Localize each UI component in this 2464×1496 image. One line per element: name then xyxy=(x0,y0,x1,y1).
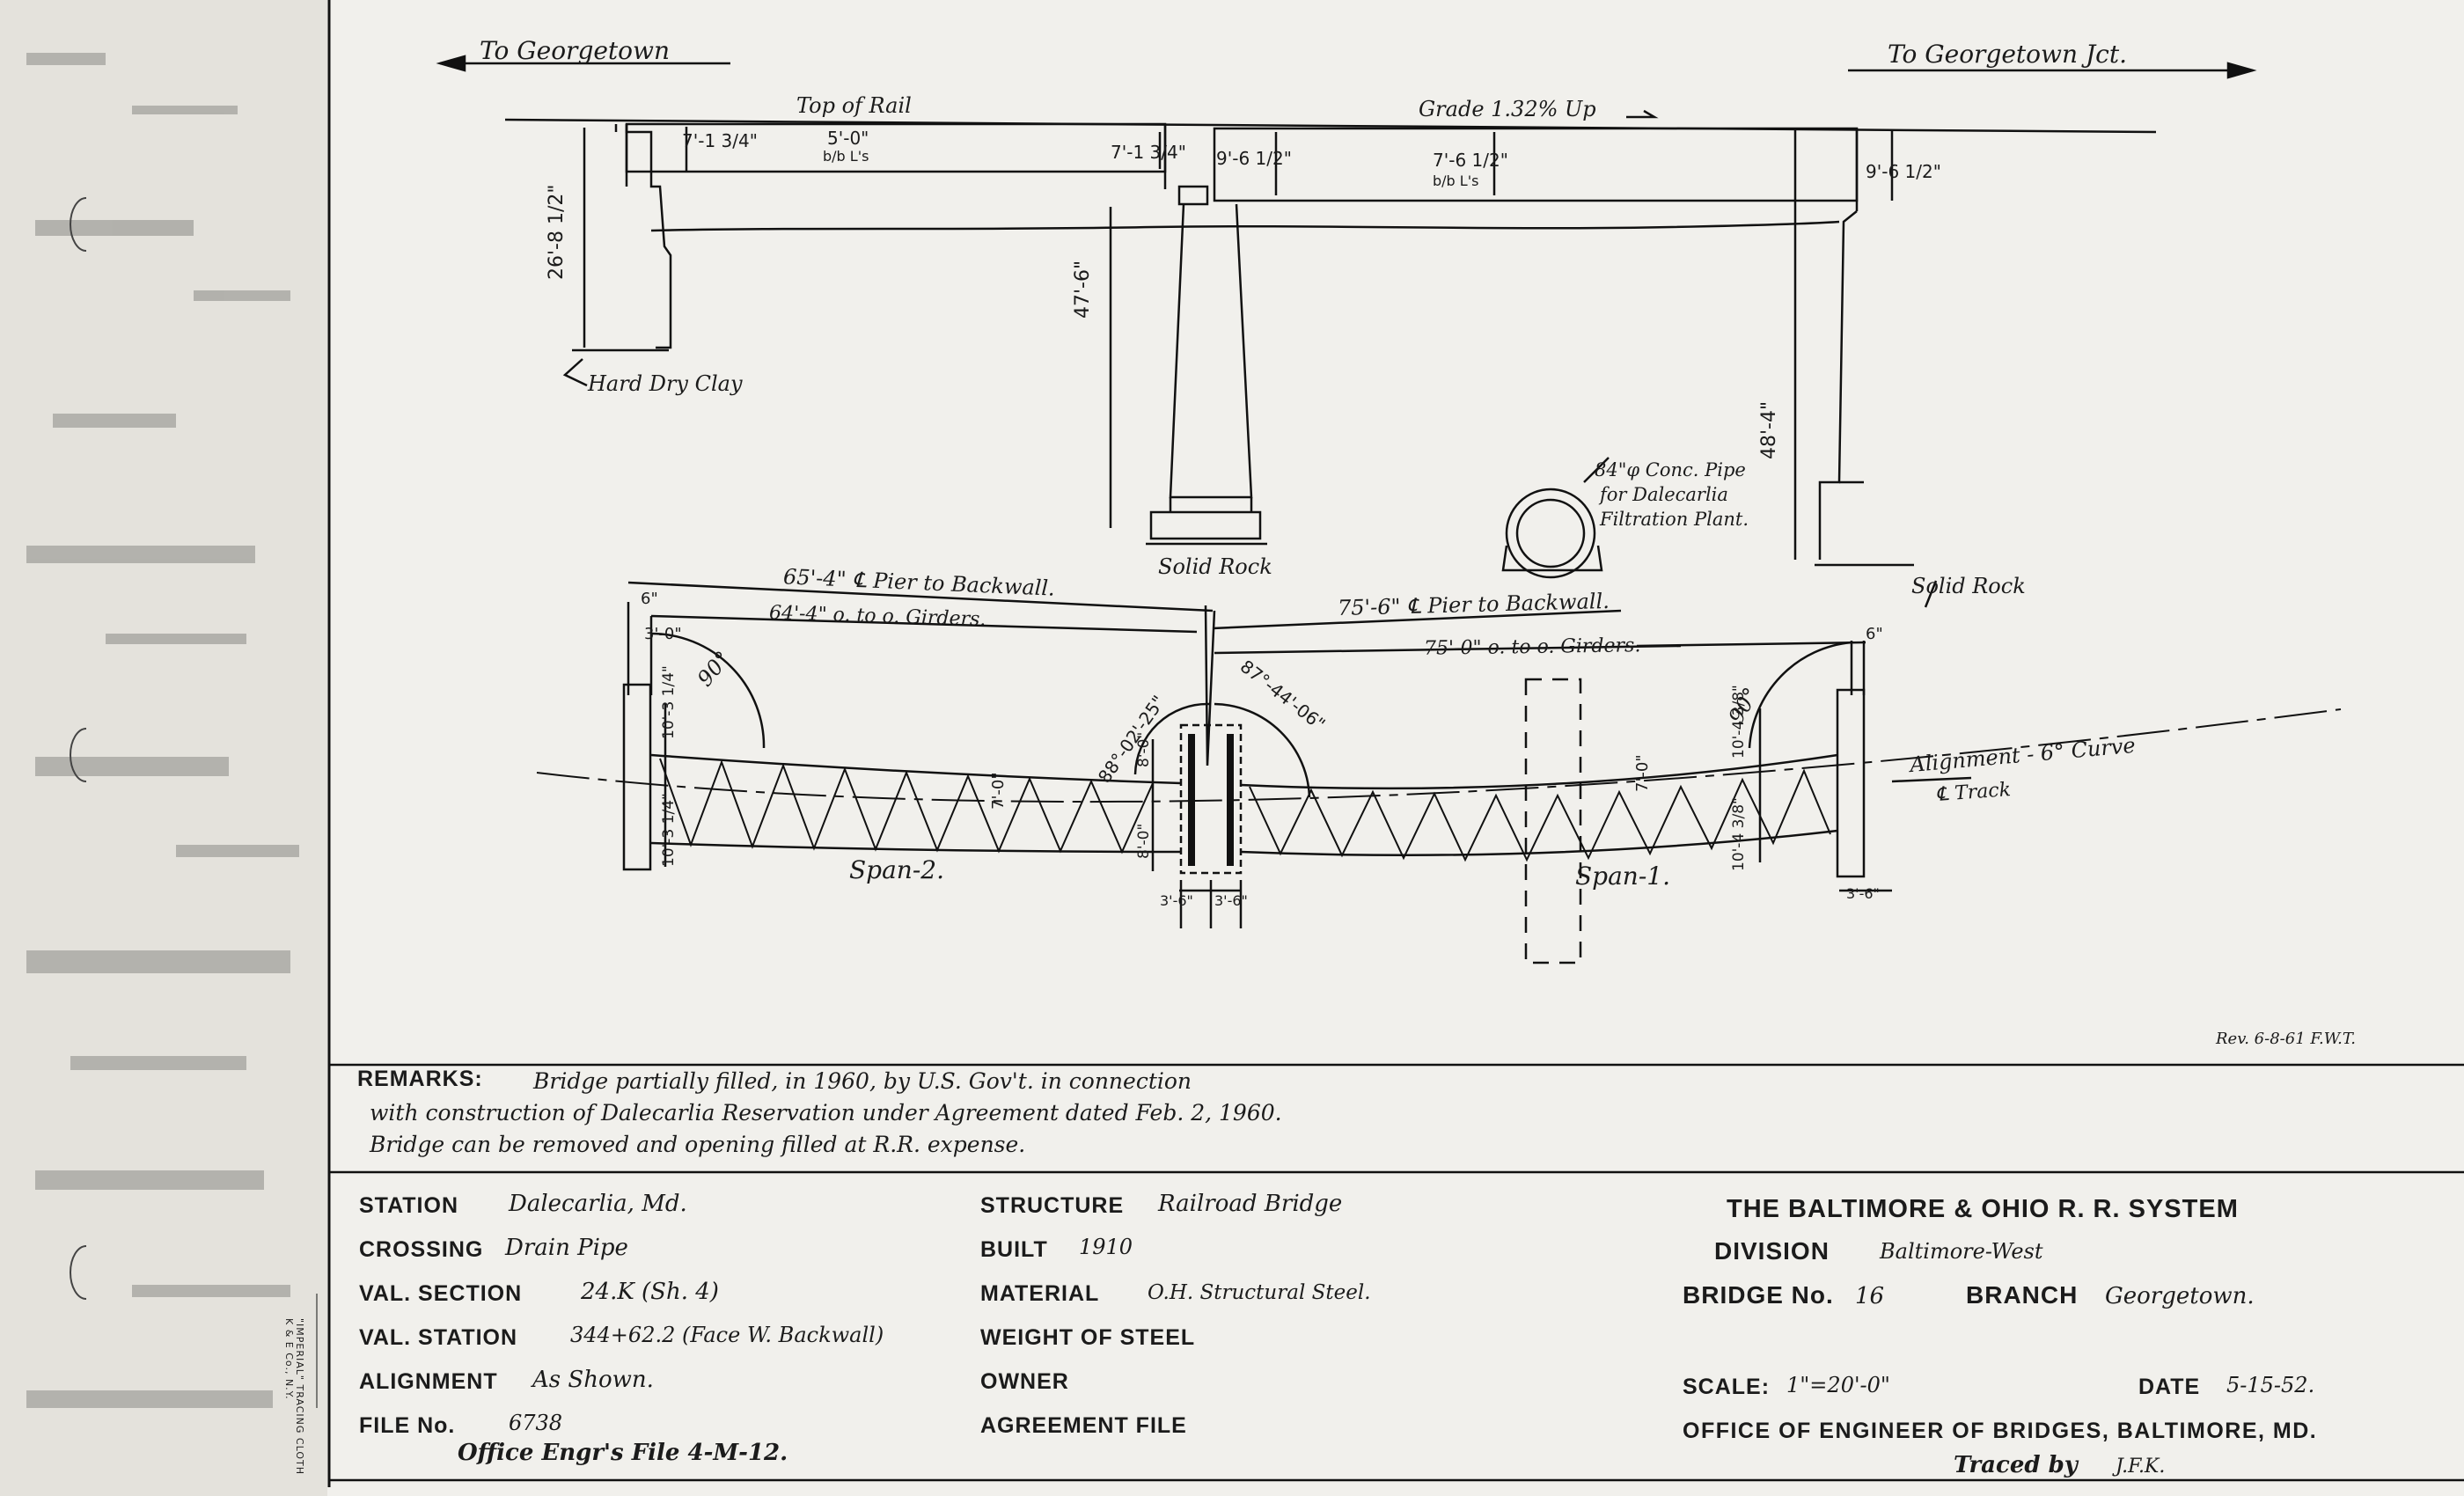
dim-left-span-note: b/b L's xyxy=(823,148,869,165)
track-label: ℄ Track xyxy=(1935,779,2012,806)
dim-right-span-note: b/b L's xyxy=(1433,172,1479,189)
direction-right: To Georgetown Jct. xyxy=(1888,40,2128,69)
file-no-label: FILE No. xyxy=(359,1413,456,1438)
bridge-no-label: BRIDGE No. xyxy=(1683,1281,1834,1309)
pier-dim-bot: 8'-0" xyxy=(1135,823,1153,859)
file-no-value: 6738 xyxy=(509,1411,563,1435)
date-label: DATE xyxy=(2138,1375,2201,1399)
span1-label: Span-1. xyxy=(1575,862,1671,891)
agreement-label: AGREEMENT FILE xyxy=(980,1413,1187,1438)
material-value: O.H. Structural Steel. xyxy=(1148,1281,1371,1304)
remarks-line2: with construction of Dalecarlia Reservat… xyxy=(370,1100,1282,1126)
span2-depth: 7'-0" xyxy=(989,772,1008,810)
margin-print-1: "IMPERIAL" TRACING CLOTH xyxy=(294,1318,305,1475)
dim-pier-right-height: 9'-6 1/2" xyxy=(1216,148,1292,169)
solid-rock-right-label: Solid Rock xyxy=(1911,574,2026,598)
plan-view xyxy=(536,581,2342,964)
dim-pier-height: 47'-6" xyxy=(1072,260,1094,319)
station-value: Dalecarlia, Md. xyxy=(509,1191,687,1217)
span1-truss xyxy=(1249,768,1831,862)
built-label: BUILT xyxy=(980,1237,1048,1262)
dim-right-span-depth: 7'-6 1/2" xyxy=(1433,150,1508,171)
office-file: Office Engr's File 4-M-12. xyxy=(458,1440,788,1466)
pipe-note-line3: Filtration Plant. xyxy=(1600,509,1749,530)
crossing-label: CROSSING xyxy=(359,1237,484,1262)
punch-hole xyxy=(70,1245,87,1300)
left-top-dim: 10'-3 1/4" xyxy=(660,665,678,739)
grade-label: Grade 1.32% Up xyxy=(1419,97,1596,121)
dim-pier-left-height: 7'-1 3/4" xyxy=(1111,142,1186,163)
scale-label: SCALE: xyxy=(1683,1375,1771,1399)
span1-depth: 7'-0" xyxy=(1633,754,1652,792)
alignment-field-label: ALIGNMENT xyxy=(359,1369,498,1394)
punch-hole xyxy=(70,197,87,252)
pipe-note-line2: for Dalecarlia xyxy=(1600,484,1728,505)
left-seat: 3'-0" xyxy=(644,625,682,643)
company-name: THE BALTIMORE & OHIO R. R. SYSTEM xyxy=(1727,1195,2239,1223)
remarks-line3: Bridge can be removed and opening filled… xyxy=(370,1132,1026,1157)
division-label: DIVISION xyxy=(1714,1237,1830,1265)
elevation-view xyxy=(504,109,2157,608)
val-section-label: VAL. SECTION xyxy=(359,1281,523,1306)
branch-value: Georgetown. xyxy=(2105,1283,2255,1309)
val-station-value: 344+62.2 (Face W. Backwall) xyxy=(570,1323,884,1347)
pipe-note-line1: 84"φ Conc. Pipe xyxy=(1595,459,1746,480)
right-top-dim: 10'-4 3/8" xyxy=(1730,685,1748,759)
division-value: Baltimore-West xyxy=(1880,1239,2043,1264)
direction-arrows xyxy=(436,55,2257,79)
direction-left: To Georgetown xyxy=(480,36,671,65)
built-value: 1910 xyxy=(1079,1235,1133,1259)
hard-dry-clay-label: Hard Dry Clay xyxy=(588,371,743,396)
pier-plan-fill xyxy=(1188,734,1234,866)
material-label: MATERIAL xyxy=(980,1281,1100,1306)
structure-label: STRUCTURE xyxy=(980,1193,1125,1218)
office-label: OFFICE OF ENGINEER OF BRIDGES, BALTIMORE… xyxy=(1683,1419,2318,1443)
alignment-field-value: As Shown. xyxy=(532,1367,654,1393)
span1-girders: 75'-0" o. to o. Girders. xyxy=(1423,634,1641,660)
revision-note: Rev. 6-8-61 F.W.T. xyxy=(2216,1030,2356,1048)
val-section-value: 24.K (Sh. 4) xyxy=(581,1279,719,1305)
span2-label: Span-2. xyxy=(849,855,945,884)
station-label: STATION xyxy=(359,1193,459,1218)
traced-by-label: Traced by xyxy=(1954,1452,2078,1478)
right-offset: 6" xyxy=(1866,625,1883,643)
dim-right-abutment-height: 48'-4" xyxy=(1758,400,1780,459)
scan-margin xyxy=(0,0,327,1496)
val-station-label: VAL. STATION xyxy=(359,1325,518,1350)
date-value: 5-15-52. xyxy=(2226,1373,2315,1397)
traced-by-value: J.F.K. xyxy=(2116,1456,2166,1478)
weight-label: WEIGHT OF STEEL xyxy=(980,1325,1196,1350)
scan-noise xyxy=(26,53,299,1408)
branch-label: BRANCH xyxy=(1966,1281,2079,1309)
dim-right-end-height: 9'-6 1/2" xyxy=(1866,161,1941,182)
left-offset: 6" xyxy=(641,590,658,608)
scale-value: 1"=20'-0" xyxy=(1786,1373,1890,1397)
solid-rock-pier-label: Solid Rock xyxy=(1158,554,1272,579)
structure-value: Railroad Bridge xyxy=(1158,1191,1343,1217)
dim-left-abutment-height: 26'-8 1/2" xyxy=(546,184,568,281)
right-bot-dim: 10'-4 3/8" xyxy=(1730,797,1748,871)
pier-width-b: 3'-6" xyxy=(1214,892,1248,909)
pier-width-a: 3'-6" xyxy=(1160,892,1193,909)
bridge-no-value: 16 xyxy=(1855,1283,1885,1309)
dim-left-end-height: 7'-1 3/4" xyxy=(682,130,758,151)
dim-left-span-depth: 5'-0" xyxy=(827,128,869,149)
margin-print-2: K & E Co., N.Y. xyxy=(283,1318,295,1400)
punch-hole xyxy=(70,728,87,782)
span2-truss xyxy=(659,758,1154,854)
remarks-line1: Bridge partially filled, in 1960, by U.S… xyxy=(533,1068,1192,1094)
crossing-value: Drain Pipe xyxy=(505,1235,628,1261)
left-bot-dim: 10'-3 1/4" xyxy=(660,793,678,867)
top-of-rail-label: Top of Rail xyxy=(796,93,912,118)
owner-label: OWNER xyxy=(980,1369,1069,1394)
remarks-label: REMARKS: xyxy=(357,1067,483,1091)
right-seat: 3'-6" xyxy=(1846,885,1880,902)
pier-dim-top: 8'-0" xyxy=(1135,731,1153,767)
